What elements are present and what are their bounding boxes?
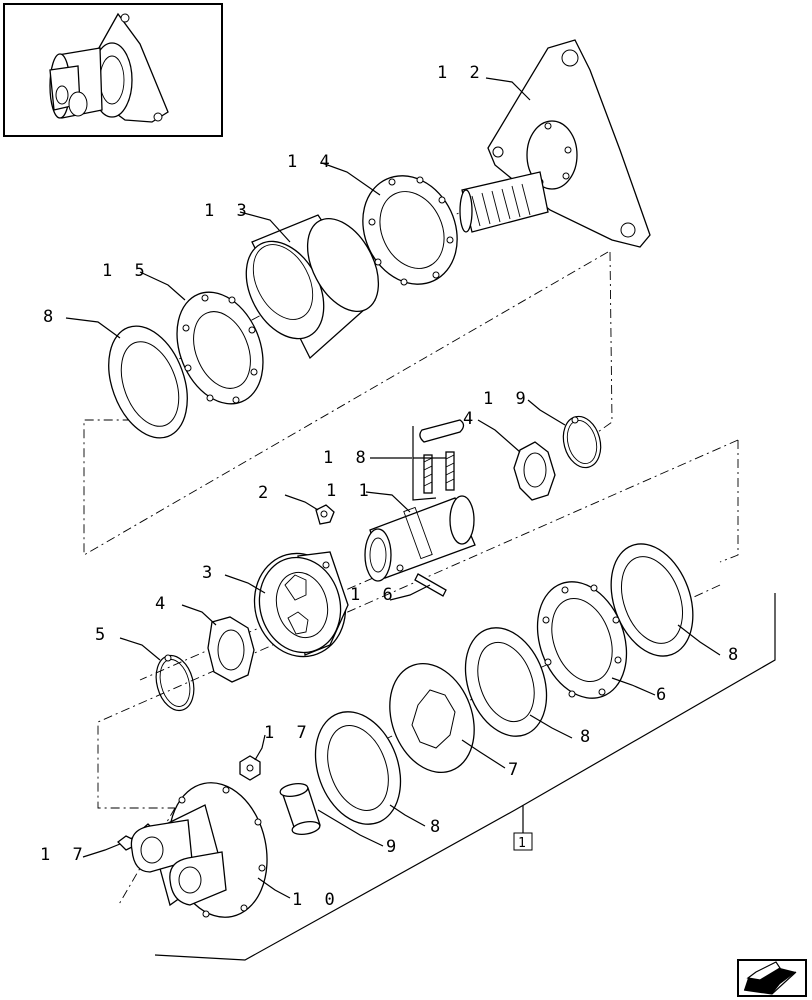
callout-4-upper: 4 <box>463 409 479 429</box>
part-16-pin <box>414 573 447 597</box>
callout-labels: 1 2 1 4 1 3 1 5 8 1 9 1 8 4 2 1 1 3 1 6 … <box>40 63 744 910</box>
part-17-nut <box>239 755 261 781</box>
part-8-washer-upper <box>108 325 188 439</box>
callout-8-right: 8 <box>728 645 744 665</box>
part-14-flange-ring <box>362 175 458 286</box>
callout-16: 1 6 <box>350 585 399 605</box>
callout-8-upper: 8 <box>43 307 59 327</box>
part-3-bearing-housing <box>253 551 349 658</box>
callout-2: 2 <box>258 483 274 503</box>
part-15-flange-ring <box>176 291 264 405</box>
callout-8-middle: 8 <box>580 727 596 747</box>
part-11-splined-hub <box>364 495 476 582</box>
callout-5: 5 <box>95 625 111 645</box>
part-2-grease-nipple <box>315 504 335 525</box>
next-page-arrow-icon[interactable] <box>737 959 807 997</box>
leader-lines <box>65 77 776 961</box>
callout-13: 1 3 <box>204 201 253 221</box>
callout-6: 6 <box>656 685 672 705</box>
callout-17-lower: 1 7 <box>40 845 89 865</box>
part-6-flange-ring <box>536 581 628 699</box>
callout-19: 1 9 <box>483 389 532 409</box>
callout-8-lower: 8 <box>430 817 446 837</box>
part-7-friction-disc <box>389 662 475 774</box>
callout-15: 1 5 <box>102 261 151 281</box>
callout-4-lower: 4 <box>155 594 171 614</box>
part-9-bushing <box>279 782 321 836</box>
part-12-mounting-bracket <box>459 39 651 248</box>
reference-box-label: 1 <box>518 836 526 851</box>
part-5-circlip <box>155 654 195 712</box>
part-19-circlip <box>562 415 602 469</box>
callout-17-upper: 1 7 <box>264 723 313 743</box>
callout-11: 1 1 <box>326 481 375 501</box>
reference-box: 1 <box>513 832 533 851</box>
assembly-thumbnail-icon[interactable] <box>3 3 223 137</box>
part-4-locknut-upper <box>513 441 556 501</box>
part-4-locknut-lower <box>207 616 255 683</box>
callout-18: 1 8 <box>323 448 372 468</box>
part-8-washer-middle <box>464 627 548 737</box>
part-10-yoke-flange <box>130 782 268 918</box>
part-8-washer-lower <box>314 711 402 825</box>
callout-10: 1 0 <box>292 890 341 910</box>
callout-7: 7 <box>508 760 524 780</box>
callout-3: 3 <box>202 563 218 583</box>
callout-14: 1 4 <box>287 152 336 172</box>
part-8-washer-right <box>610 543 694 657</box>
part-18-key-and-springs <box>419 419 465 494</box>
callout-12: 1 2 <box>437 63 486 83</box>
part-13-drum <box>245 214 380 360</box>
callout-9: 9 <box>386 837 402 857</box>
